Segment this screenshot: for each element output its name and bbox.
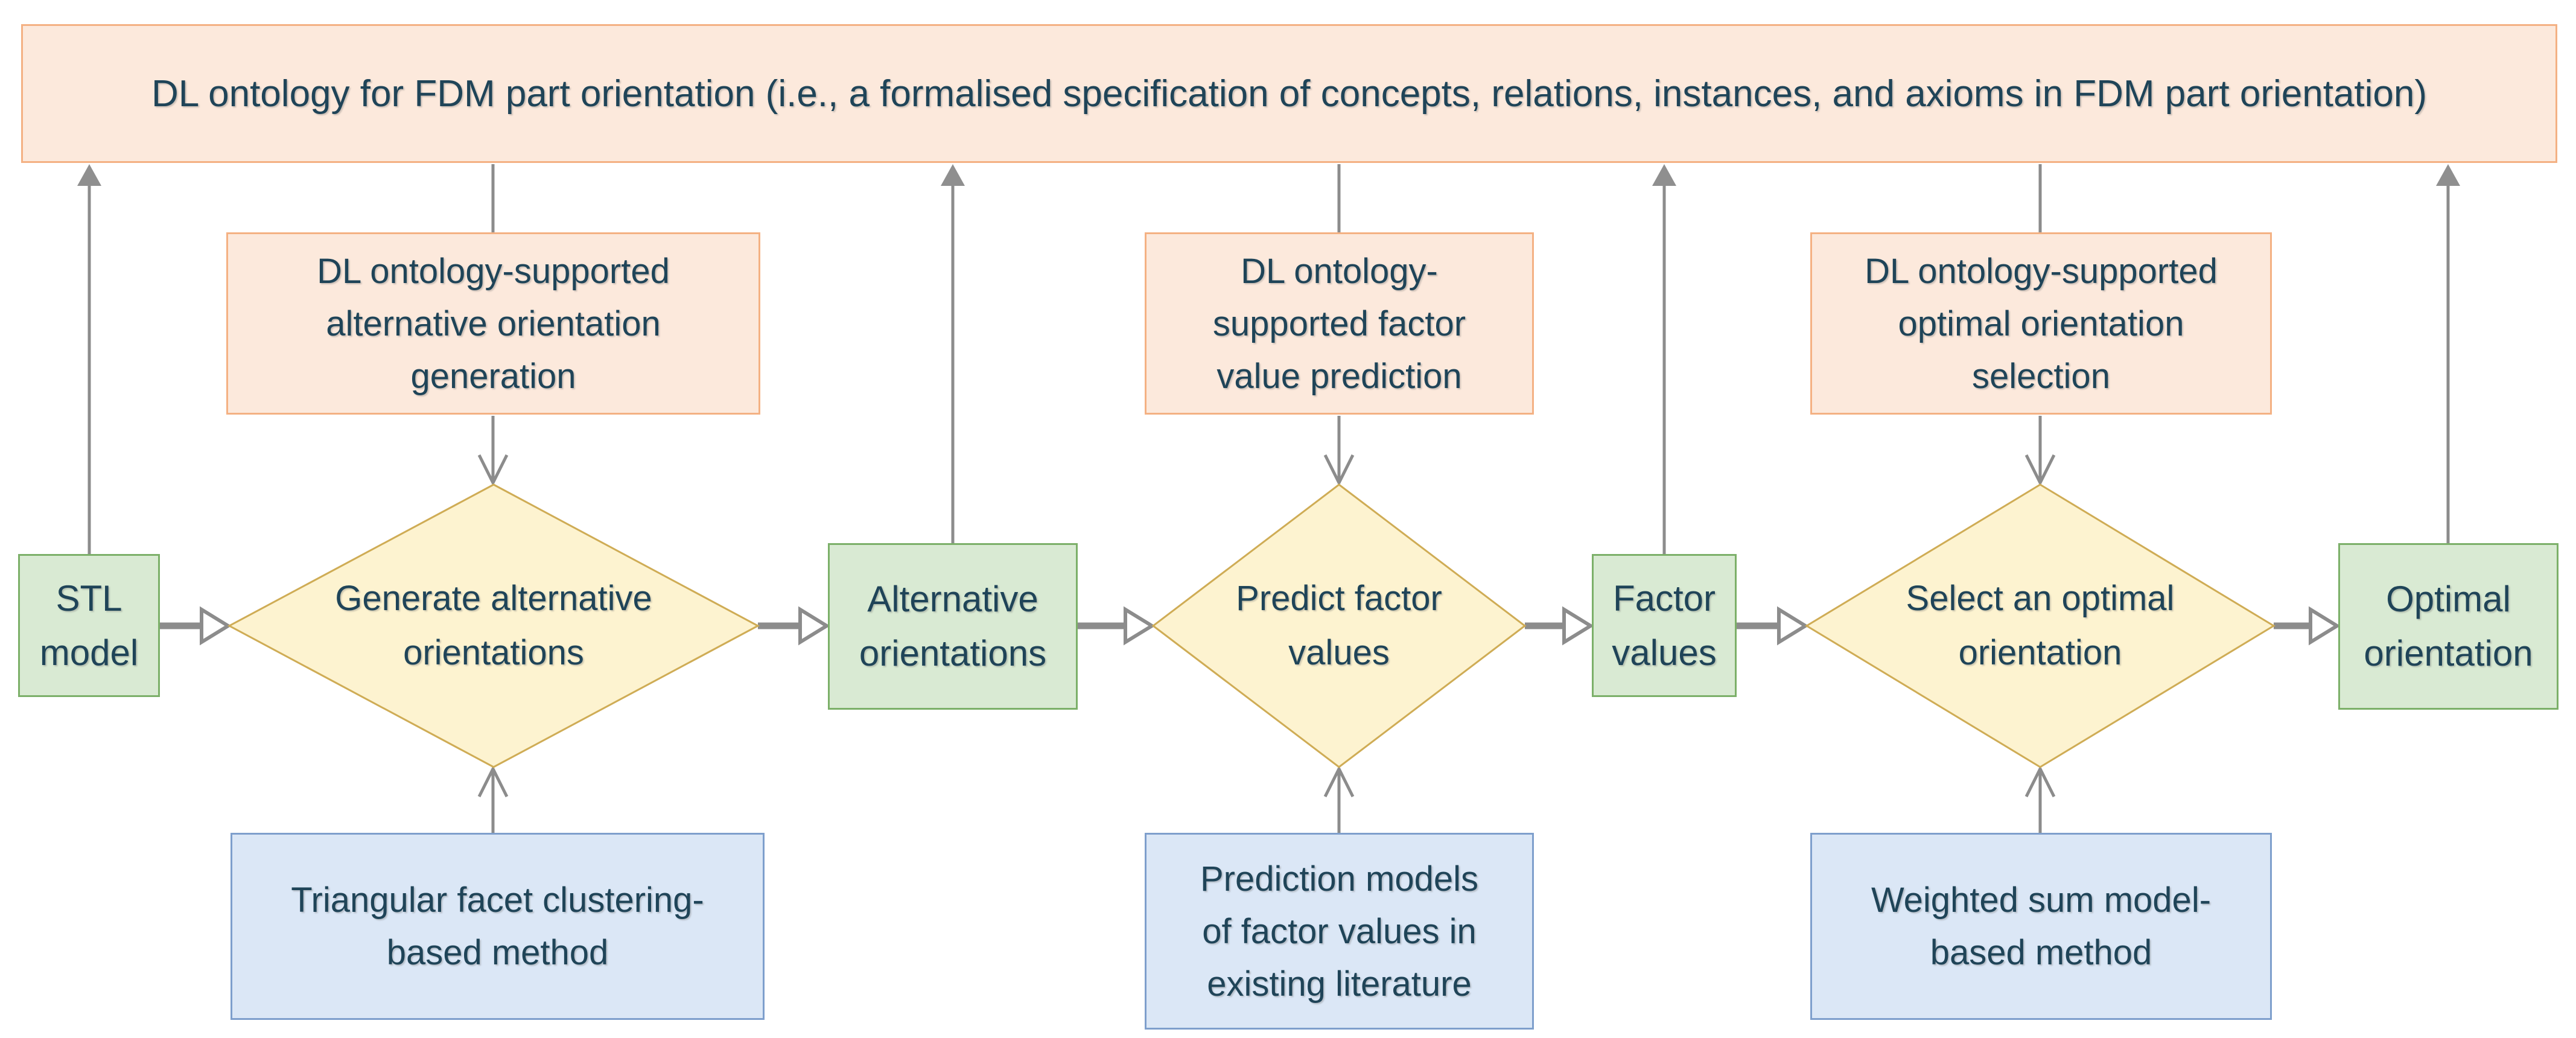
diamond-generate-alternative-orientations bbox=[227, 483, 760, 768]
chevron-arrowhead-up-icon bbox=[2024, 765, 2056, 798]
arrow-factor-values-to-select bbox=[1737, 606, 1809, 646]
arrow-prediction-box-to-diamond bbox=[1323, 416, 1355, 486]
open-arrowhead-right-icon bbox=[1777, 606, 1809, 646]
open-arrowhead-right-icon bbox=[2309, 606, 2341, 646]
open-arrowhead-right-icon bbox=[1562, 606, 1594, 646]
arrow-factor-values-to-banner bbox=[1652, 164, 1676, 555]
open-arrowhead-right-icon bbox=[200, 606, 232, 646]
chevron-arrowhead-down-icon bbox=[477, 454, 509, 486]
box-weighted-sum-model-method: Weighted sum model- based method bbox=[1810, 833, 2272, 1020]
arrow-generate-to-alternative bbox=[758, 606, 830, 646]
label-predict-factor-values: Predict factor values bbox=[1236, 579, 1442, 672]
chevron-arrowhead-up-icon bbox=[477, 765, 509, 798]
arrow-selection-box-to-diamond bbox=[2024, 416, 2056, 486]
box-triangular-facet-clustering-method: Triangular facet clustering- based metho… bbox=[231, 833, 765, 1020]
arrow-stl-to-generate bbox=[160, 606, 232, 646]
solid-arrowhead-up-icon bbox=[77, 164, 101, 186]
arrow-prediction-models-to-diamond bbox=[1323, 765, 1355, 833]
arrow-predict-to-factor-values bbox=[1525, 606, 1594, 646]
box-prediction-models-literature: Prediction models of factor values in ex… bbox=[1145, 833, 1534, 1030]
box-optimal-orientation-selection: DL ontology-supported optimal orientatio… bbox=[1810, 232, 2272, 415]
arrow-alternative-orientations-to-banner bbox=[941, 164, 965, 544]
box-factor-values: Factor values bbox=[1592, 554, 1737, 697]
arrow-optimal-orientation-to-banner bbox=[2436, 164, 2460, 544]
chevron-arrowhead-down-icon bbox=[2024, 454, 2056, 486]
box-factor-value-prediction: DL ontology- supported factor value pred… bbox=[1145, 232, 1534, 415]
arrow-weighted-sum-to-diamond bbox=[2024, 765, 2056, 833]
diamond-predict-factor-values bbox=[1151, 483, 1527, 768]
arrow-clustering-method-to-diamond bbox=[477, 765, 509, 833]
label-generate-alternative-orientations: Generate alternative orientations bbox=[335, 579, 652, 672]
label-select-optimal-orientation: Select an optimal orientation bbox=[1906, 579, 2175, 672]
solid-arrowhead-up-icon bbox=[941, 164, 965, 186]
open-arrowhead-right-icon bbox=[1124, 606, 1156, 646]
arrow-alternative-to-predict bbox=[1078, 606, 1156, 646]
box-stl-model: STL model bbox=[18, 554, 160, 697]
open-arrowhead-right-icon bbox=[798, 606, 830, 646]
chevron-arrowhead-down-icon bbox=[1323, 454, 1355, 486]
arrow-stl-to-banner bbox=[77, 164, 101, 555]
box-optimal-orientation: Optimal orientation bbox=[2338, 543, 2559, 710]
solid-arrowhead-up-icon bbox=[1652, 164, 1676, 186]
ontology-banner: DL ontology for FDM part orientation (i.… bbox=[21, 24, 2557, 163]
box-alternative-orientation-generation: DL ontology-supported alternative orient… bbox=[226, 232, 760, 415]
diamond-select-optimal-orientation bbox=[1805, 483, 2275, 768]
box-alternative-orientations: Alternative orientations bbox=[828, 543, 1078, 710]
arrow-select-to-optimal bbox=[2274, 606, 2341, 646]
arrow-generation-box-to-diamond bbox=[477, 416, 509, 486]
chevron-arrowhead-up-icon bbox=[1323, 765, 1355, 798]
solid-arrowhead-up-icon bbox=[2436, 164, 2460, 186]
